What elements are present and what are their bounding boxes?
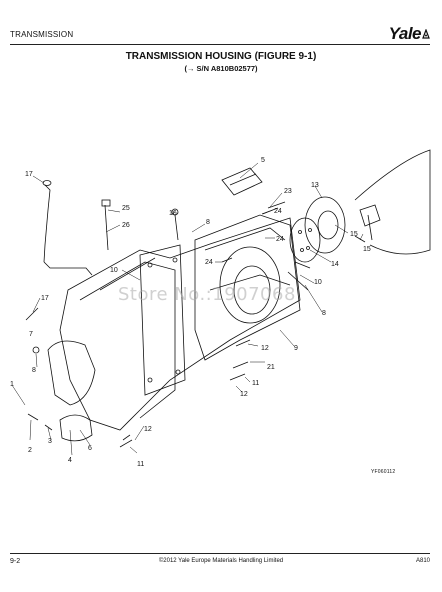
gasket-plate xyxy=(289,217,321,263)
flange-plate xyxy=(304,196,346,254)
brand-name: Yale xyxy=(388,24,422,43)
callout-14: 14 xyxy=(331,261,339,268)
callout-25: 25 xyxy=(122,205,130,212)
inspection-cover xyxy=(221,167,263,196)
figure-id: YF060112 xyxy=(371,469,396,475)
callout-4: 4 xyxy=(68,457,72,464)
converter-housing xyxy=(194,214,301,361)
callout-21: 21 xyxy=(267,364,275,371)
transmission-housing-diagram: 17 25 26 16 8 5 23 24 13 14 15 15 24 24 … xyxy=(10,149,431,468)
callout-12b: 12 xyxy=(240,391,248,398)
callout-13: 13 xyxy=(311,182,319,189)
callout-7: 7 xyxy=(29,331,33,338)
callout-9: 9 xyxy=(294,345,298,352)
callout-labels: 17 25 26 16 8 5 23 24 13 14 15 15 24 24 … xyxy=(10,157,371,468)
callout-3: 3 xyxy=(48,438,52,445)
brand-logo: Yale xyxy=(389,24,430,44)
header-rule xyxy=(10,44,430,45)
callout-24c: 24 xyxy=(205,259,213,266)
page-header: TRANSMISSION Yale xyxy=(10,24,430,44)
housing-plate xyxy=(139,244,186,396)
callout-6: 6 xyxy=(88,445,92,452)
copyright-notice: ©2012 Yale Europe Materials Handling Lim… xyxy=(158,558,284,564)
page-number: 9-2 xyxy=(10,558,21,565)
callout-12c: 12 xyxy=(144,426,152,433)
engine-housing xyxy=(354,149,431,255)
gear-case-outline xyxy=(59,217,301,431)
serial-range: (→ S/N A810B02577) xyxy=(184,64,258,73)
footer-rule xyxy=(10,553,430,554)
callout-15: 15 xyxy=(363,246,371,253)
callout-24b: 24 xyxy=(276,236,284,243)
callout-8b: 8 xyxy=(322,310,326,317)
callout-26: 26 xyxy=(122,222,130,229)
model-code: A810 xyxy=(415,558,430,564)
callout-18: 16 xyxy=(169,210,177,217)
callout-1: 1 xyxy=(10,381,14,388)
callout-24: 24 xyxy=(274,208,282,215)
store-watermark: Store No.:1907068 xyxy=(118,284,296,305)
yoke-part xyxy=(47,340,96,406)
callout-8: 8 xyxy=(206,219,210,226)
callout-8c: 8 xyxy=(32,367,36,374)
callout-5: 5 xyxy=(261,157,265,164)
page-title: TRANSMISSION HOUSING (FIGURE 9-1) xyxy=(125,51,317,62)
callout-19: 17 xyxy=(25,171,33,178)
callout-16: 15 xyxy=(350,231,358,238)
callout-11: 11 xyxy=(252,380,259,387)
dipstick-shape xyxy=(43,184,51,263)
callout-12: 12 xyxy=(261,345,269,352)
callout-10: 10 xyxy=(110,267,118,274)
callout-11b: 11 xyxy=(137,461,144,468)
callout-2: 2 xyxy=(28,447,32,454)
logo-mark-icon xyxy=(422,29,430,39)
callout-23: 23 xyxy=(284,188,292,195)
callout-10b: 10 xyxy=(314,279,322,286)
callout-17: 17 xyxy=(41,295,49,302)
section-label: TRANSMISSION xyxy=(10,30,74,39)
